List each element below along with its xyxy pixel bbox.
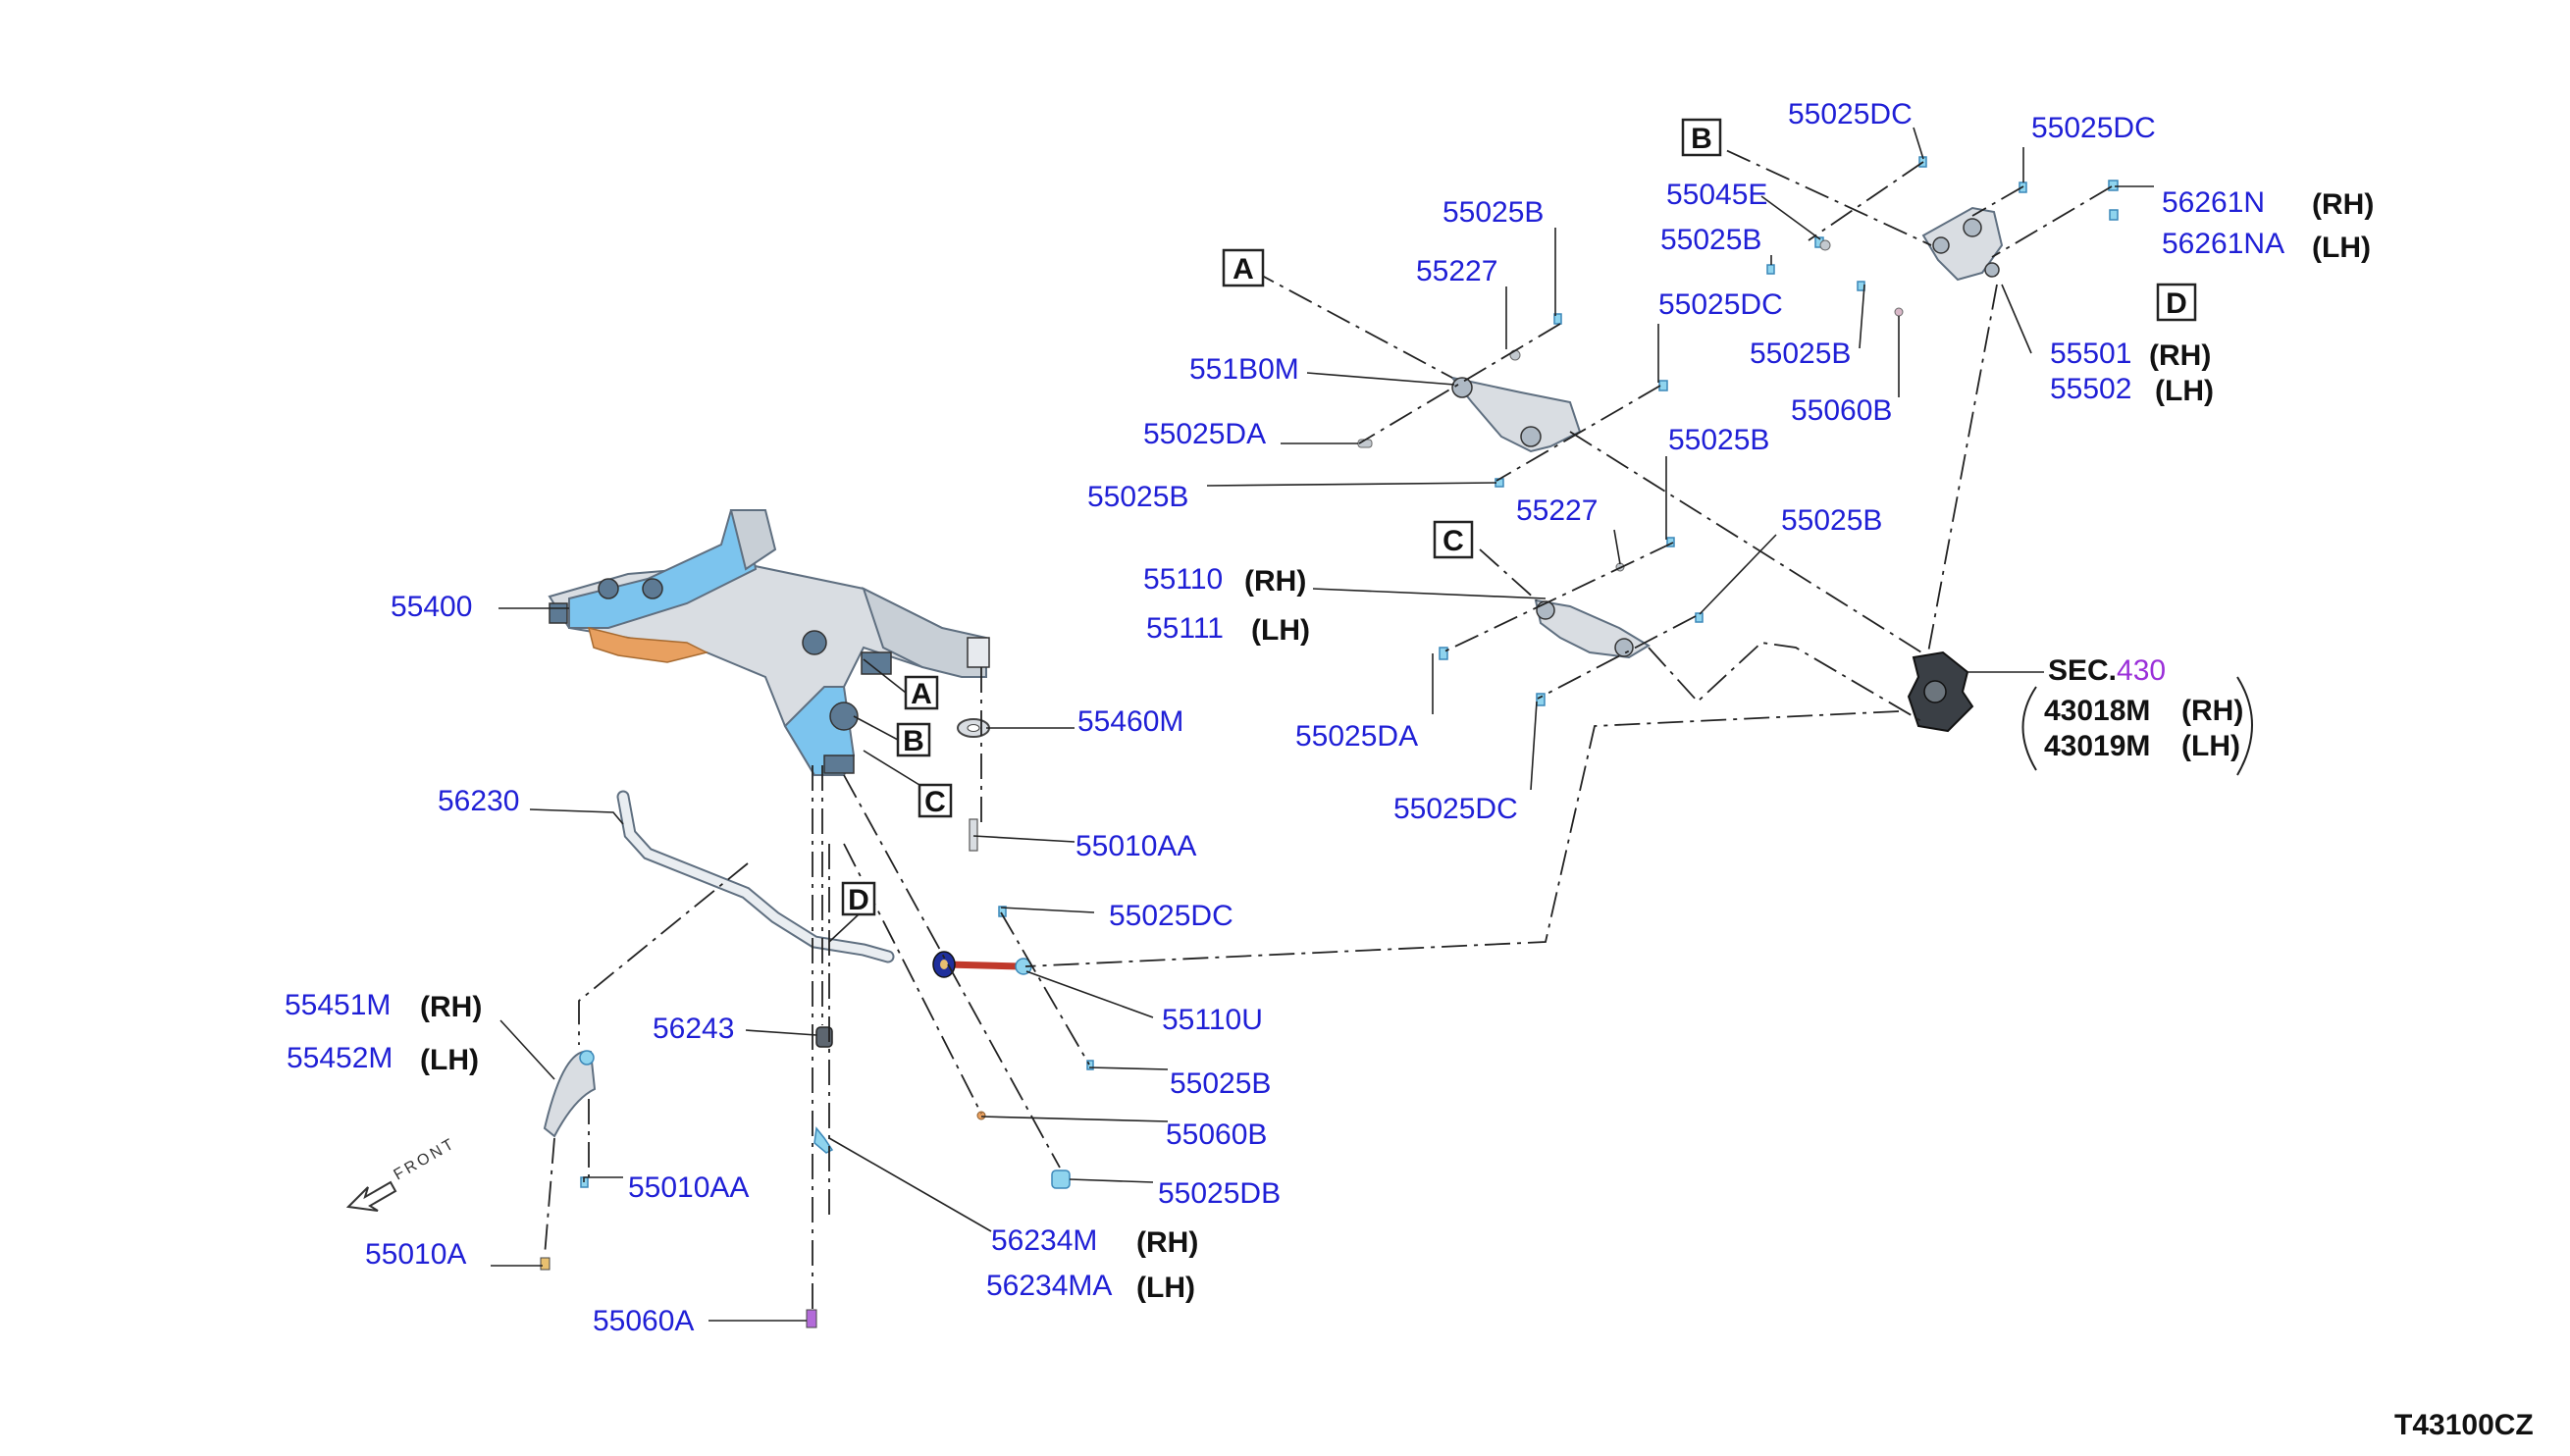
drawing-code: T43100CZ (2394, 1409, 2534, 1441)
side-rh-43018M: (RH) (2181, 695, 2243, 727)
part-55460M[interactable]: 55460M (1077, 705, 1183, 738)
side-lh-56234MA: (LH) (1136, 1272, 1195, 1304)
part-55025DC-lower[interactable]: 55025DC (1393, 793, 1518, 825)
bracket-open (2021, 686, 2037, 771)
part-55025DC-bracket-2[interactable]: 55025DC (2031, 112, 2156, 144)
callout-b-main: B (896, 722, 931, 757)
part-55060A[interactable]: 55060A (593, 1305, 694, 1337)
svg-text:B: B (903, 725, 924, 757)
part-55025B-bracket-2[interactable]: 55025B (1750, 338, 1851, 370)
side-lh-56261NA: (LH) (2312, 232, 2371, 264)
part-55025B-upper-2[interactable]: 55025B (1087, 481, 1188, 513)
knuckle-illustration (1907, 650, 1974, 733)
part-551B0M[interactable]: 551B0M (1189, 353, 1299, 386)
part-55400[interactable]: 55400 (391, 591, 472, 623)
part-55025DA-lower[interactable]: 55025DA (1295, 720, 1418, 753)
part-43019M[interactable]: 43019M (2044, 730, 2150, 762)
part-55010A[interactable]: 55010A (365, 1238, 466, 1271)
side-rh-56261N: (RH) (2312, 188, 2374, 221)
side-rh-55451M: (RH) (420, 991, 482, 1023)
part-55025DB[interactable]: 55025DB (1158, 1177, 1281, 1210)
bushing-55025DB-illustration (1051, 1170, 1071, 1189)
part-55010AA-clamp[interactable]: 55010AA (628, 1171, 749, 1204)
part-56261N[interactable]: 56261N (2162, 186, 2265, 219)
sec-number: 430 (2117, 654, 2166, 687)
side-lh-43019M: (LH) (2181, 730, 2240, 762)
part-56234M[interactable]: 56234M (991, 1224, 1097, 1257)
callout-a-upper: A (1222, 248, 1265, 287)
bracket-illustration (1921, 206, 2004, 282)
svg-text:D: D (2166, 287, 2187, 320)
clamp-illustration (543, 1050, 597, 1138)
upper-arm-illustration (1449, 376, 1582, 453)
part-55025DC-toe-link[interactable]: 55025DC (1109, 900, 1233, 932)
callout-d-main: D (841, 881, 876, 916)
svg-text:B: B (1691, 123, 1712, 155)
part-55010AA-subframe[interactable]: 55010AA (1075, 830, 1196, 862)
callout-c-upper: C (1433, 520, 1474, 559)
callout-b-upper: B (1681, 118, 1722, 157)
part-55227-upper[interactable]: 55227 (1416, 255, 1497, 287)
bracket-close (2236, 676, 2253, 776)
part-55025B-bracket-1[interactable]: 55025B (1660, 224, 1761, 256)
part-56230[interactable]: 56230 (438, 785, 519, 817)
part-55025B-lower-2[interactable]: 55025B (1781, 504, 1882, 537)
part-55060B-bracket[interactable]: 55060B (1791, 394, 1892, 427)
part-55025B-upper-1[interactable]: 55025B (1442, 196, 1544, 229)
callout-c-main: C (918, 783, 953, 818)
part-55452M[interactable]: 55452M (287, 1042, 393, 1074)
side-rh-55110: (RH) (1244, 565, 1306, 598)
part-55502[interactable]: 55502 (2050, 373, 2131, 405)
svg-text:D: D (848, 884, 869, 916)
part-55025DA-upper[interactable]: 55025DA (1143, 418, 1266, 450)
part-55025B-lower-1[interactable]: 55025B (1668, 424, 1769, 456)
svg-text:A: A (1233, 253, 1254, 286)
callout-d-upper: D (2156, 283, 2197, 322)
part-55060B-toe-link[interactable]: 55060B (1166, 1118, 1267, 1151)
front-arrow: FRONT (345, 1135, 459, 1212)
svg-text:A: A (911, 678, 932, 710)
part-55045E[interactable]: 55045E (1666, 179, 1767, 211)
side-rh-56234M: (RH) (1136, 1226, 1198, 1259)
washer-illustration (957, 718, 990, 852)
part-55110U[interactable]: 55110U (1162, 1004, 1263, 1036)
sec-reference[interactable]: SEC.430 (2048, 654, 2166, 687)
side-rh-55501: (RH) (2149, 339, 2211, 372)
part-55025B-toe-link[interactable]: 55025B (1170, 1067, 1271, 1100)
lower-arm-illustration (1534, 598, 1651, 659)
part-43018M[interactable]: 43018M (2044, 695, 2150, 727)
svg-text:C: C (924, 786, 946, 818)
part-55110[interactable]: 55110 (1143, 563, 1223, 596)
leader-lines (491, 127, 2154, 1322)
part-55227-lower[interactable]: 55227 (1516, 494, 1598, 527)
bushing-illustration (815, 1026, 833, 1048)
toe-link-illustration (932, 951, 1032, 978)
front-label: FRONT (392, 1135, 459, 1184)
subframe-illustration (548, 509, 990, 777)
part-55025DC-bracket-1[interactable]: 55025DC (1788, 98, 1913, 130)
svg-text:C: C (1442, 525, 1464, 557)
part-55501[interactable]: 55501 (2050, 338, 2131, 370)
stabilizer-bar-illustration (616, 790, 895, 963)
callout-a-main: A (904, 675, 939, 710)
part-55451M[interactable]: 55451M (285, 989, 391, 1021)
part-56234MA[interactable]: 56234MA (986, 1270, 1112, 1302)
part-55111[interactable]: 55111 (1146, 612, 1224, 645)
part-56261NA[interactable]: 56261NA (2162, 228, 2284, 260)
side-lh-55452M: (LH) (420, 1044, 479, 1076)
side-lh-55502: (LH) (2155, 375, 2214, 407)
assembly-lines (544, 131, 2113, 1310)
part-55025DC-upper[interactable]: 55025DC (1658, 288, 1783, 321)
side-lh-55111: (LH) (1251, 614, 1310, 647)
part-56243[interactable]: 56243 (653, 1013, 734, 1045)
